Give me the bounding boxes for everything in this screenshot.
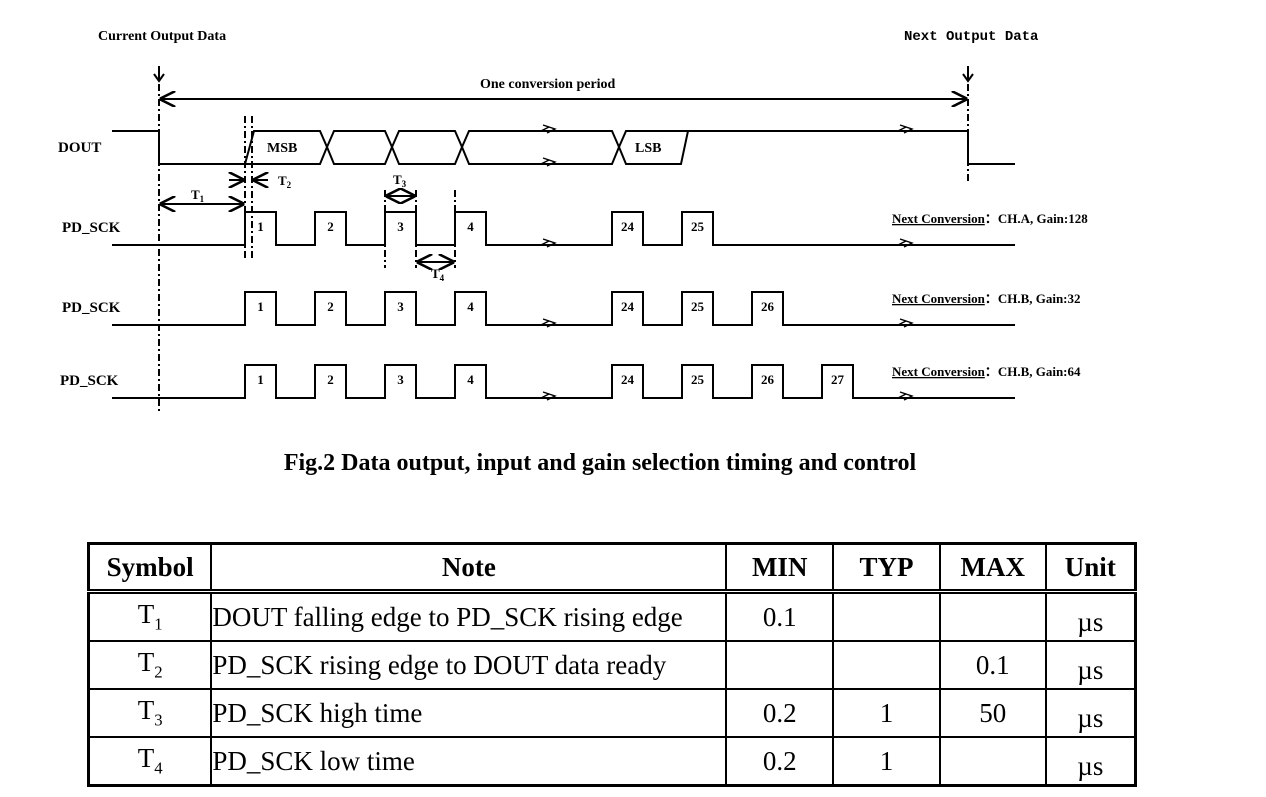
note-cell: PD_SCK rising edge to DOUT data ready [210, 640, 728, 690]
header-symbol: Symbol [87, 542, 213, 593]
guide-lines [158, 84, 969, 412]
signal-pd-sck-2: PD_SCK [62, 300, 121, 316]
period-label: One conversion period [480, 77, 616, 92]
unit-cell: µs [1044, 640, 1137, 690]
pd-sck-waveform [112, 364, 1015, 399]
pulse-number: 1 [257, 299, 264, 314]
pulse-number: 3 [397, 372, 404, 387]
header-max: MAX [938, 542, 1047, 593]
t2-label: T2 [278, 173, 292, 190]
pd-sck-waveform [112, 211, 1015, 246]
unit-cell: µs [1044, 688, 1137, 738]
pulse-number: 25 [691, 219, 705, 234]
next-output-arrow-icon [962, 66, 974, 83]
table-row: T2 PD_SCK rising edge to DOUT data ready… [87, 640, 1137, 690]
pulse-number: 4 [467, 372, 474, 387]
max-cell: 50 [938, 688, 1047, 738]
typ-cell [832, 590, 941, 642]
unit-cell: µs [1044, 590, 1137, 642]
pulse-number: 2 [327, 372, 334, 387]
next-conversion-label: Next Conversion：CH.B, Gain:32 [892, 291, 1081, 306]
min-cell: 0.2 [725, 736, 835, 787]
lsb-label: LSB [635, 141, 661, 156]
symbol-cell: T4 [87, 736, 213, 787]
break-symbol [897, 391, 914, 401]
note-cell: PD_SCK high time [210, 688, 728, 738]
pulse-number: 24 [621, 299, 635, 314]
timing-diagram: Current Output Data Next Output Data One… [58, 29, 1088, 412]
t1-label: T1 [191, 187, 205, 204]
pd-sck-row: 1 2 3 4 24 25 26 Next Conversion：CH.B, Gain:32 [112, 291, 1081, 328]
next-output-label: Next Output Data [904, 29, 1039, 45]
pulse-number: 25 [691, 372, 705, 387]
note-cell: DOUT falling edge to PD_SCK rising edge [210, 590, 728, 642]
pulse-number: 4 [467, 299, 474, 314]
note-cell: PD_SCK low time [210, 736, 728, 787]
pulse-number: 24 [621, 219, 635, 234]
unit-cell: µs [1044, 736, 1137, 787]
table-row: T3 PD_SCK high time 0.2 1 50 µs [87, 688, 1137, 738]
header-min: MIN [725, 542, 835, 593]
pulse-number: 1 [257, 219, 264, 234]
typ-cell: 1 [832, 736, 941, 787]
table-header-row: Symbol Note MIN TYP MAX Unit [87, 542, 1137, 593]
header-typ: TYP [832, 542, 941, 593]
pd-sck-row: 1 2 3 4 24 25 Next Conversion：CH.A, Gain:128 [112, 211, 1088, 248]
t3-label: T3 [393, 172, 407, 189]
signal-pd-sck-3: PD_SCK [60, 373, 119, 389]
break-symbol [897, 318, 914, 328]
figure-caption: Fig.2 Data output, input and gain select… [283, 450, 917, 476]
break-symbol [897, 238, 914, 248]
max-cell: 0.1 [938, 640, 1047, 690]
break-symbol [540, 238, 557, 248]
symbol-cell: T1 [87, 590, 213, 642]
pulse-number: 26 [761, 372, 775, 387]
symbol-cell: T2 [87, 640, 213, 690]
pulse-number: 25 [691, 299, 705, 314]
min-cell: 0.1 [725, 590, 835, 642]
pulse-number: 2 [327, 219, 334, 234]
current-output-arrow-icon [153, 66, 165, 83]
pulse-number: 2 [327, 299, 334, 314]
max-cell [938, 590, 1047, 642]
pulse-number: 26 [761, 299, 775, 314]
header-unit: Unit [1044, 542, 1137, 593]
next-conversion-label: Next Conversion：CH.A, Gain:128 [892, 211, 1088, 226]
pd-sck-row: 1 2 3 4 24 25 26 27 Next Conversion：CH.B, Gain:6… [112, 364, 1081, 401]
break-symbols [540, 124, 914, 167]
table-row: T1 DOUT falling edge to PD_SCK rising ed… [87, 590, 1137, 642]
min-cell: 0.2 [725, 688, 835, 738]
pulse-number: 27 [831, 372, 845, 387]
msb-label: MSB [267, 141, 297, 156]
max-cell [938, 736, 1047, 787]
current-output-label: Current Output Data [98, 29, 226, 44]
table-row: T4 PD_SCK low time 0.2 1 µs [87, 736, 1137, 787]
pd-sck-waveform [112, 291, 1015, 326]
signal-dout: DOUT [58, 140, 101, 156]
typ-cell: 1 [832, 688, 941, 738]
t4-label: T4 [431, 266, 445, 283]
header-note: Note [210, 542, 728, 593]
dout-waveform [112, 130, 1015, 165]
pulse-number: 3 [397, 219, 404, 234]
pulse-number: 24 [621, 372, 635, 387]
break-symbol [540, 391, 557, 401]
typ-cell [832, 640, 941, 690]
signal-pd-sck-1: PD_SCK [62, 220, 121, 236]
timing-spec-table: Symbol Note MIN TYP MAX Unit T1 DOUT fal… [87, 542, 1137, 787]
next-conversion-label: Next Conversion：CH.B, Gain:64 [892, 364, 1081, 379]
break-symbol [540, 318, 557, 328]
symbol-cell: T3 [87, 688, 213, 738]
pulse-number: 1 [257, 372, 264, 387]
pulse-number: 3 [397, 299, 404, 314]
min-cell [725, 640, 835, 690]
pulse-number: 4 [467, 219, 474, 234]
